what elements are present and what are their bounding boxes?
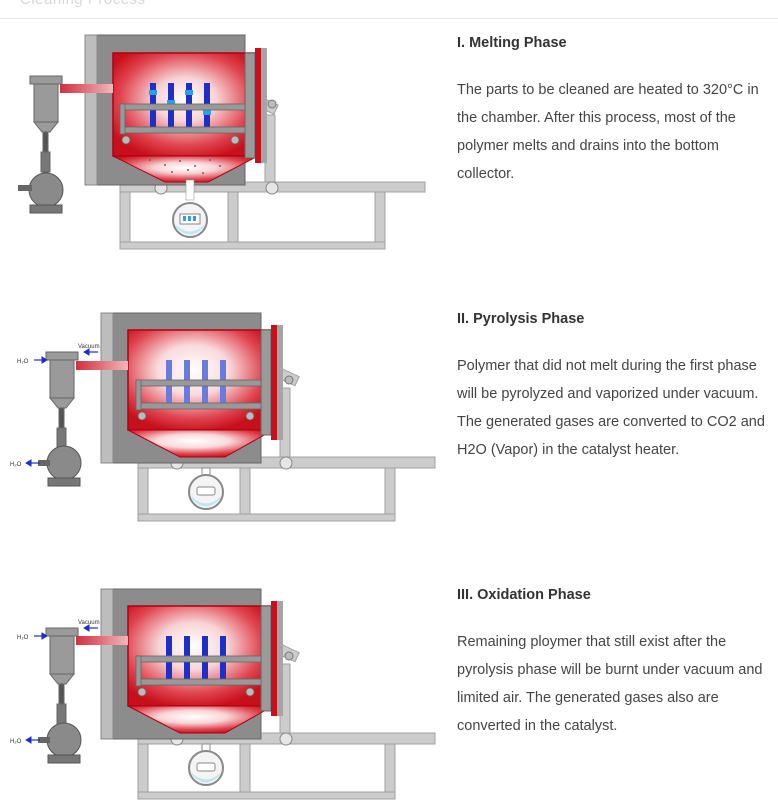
catalyst-column [29, 75, 63, 185]
vacuum-arrow [83, 348, 98, 356]
wheel [279, 456, 293, 470]
h2o-in-arrow [34, 356, 48, 364]
furnace-door [260, 605, 272, 712]
phase-title: III. Oxidation Phase [457, 587, 591, 603]
pyrolysis-diagram: Vacuum H₂O H₂O [10, 312, 436, 522]
bottom-collector [188, 743, 224, 786]
exhaust-pipe [76, 636, 128, 645]
h2o-in-arrow [34, 632, 48, 640]
phase-description: Remaining ploymer that still exist after… [457, 634, 763, 734]
phase-pyrolysis: Vacuum H₂O H₂O II. Pyrolysis Phase Polym… [0, 300, 778, 530]
melt-drip [185, 179, 195, 201]
phase-melting: I. Melting Phase The parts to be cleaned… [0, 20, 778, 270]
wheel [265, 181, 279, 195]
bottom-collector [188, 467, 224, 510]
h2o-in-label: H₂O [17, 359, 29, 365]
h2o-out-arrow [25, 736, 40, 744]
h2o-out-label: H₂O [10, 462, 22, 468]
catalyst-column [45, 351, 79, 457]
melting-diagram [18, 34, 426, 250]
parts-rack [135, 655, 262, 697]
vacuum-pump [38, 445, 82, 487]
exhaust-pipe [60, 84, 113, 93]
furnace-door [260, 329, 272, 436]
catalyst-column [45, 627, 79, 735]
vacuum-pump [18, 172, 64, 214]
parts-rack [135, 379, 262, 421]
chamber-funnel [112, 155, 259, 183]
phase-oxidation: Vacuum H₂O H₂O III. Oxidation Phase Rema… [0, 576, 778, 810]
vacuum-label: Vacuum [78, 344, 100, 350]
exhaust-pipe [76, 361, 128, 370]
phase-description: Polymer that did not melt during the fir… [457, 358, 765, 458]
page-header: Cleaning Process [0, 0, 778, 19]
vacuum-pump [38, 722, 82, 764]
phase-description: The parts to be cleaned are heated to 32… [457, 82, 759, 182]
phase-title: II. Pyrolysis Phase [457, 311, 585, 327]
h2o-out-arrow [25, 459, 40, 467]
page-header-text: Cleaning Process [20, 0, 146, 8]
vacuum-label: Vacuum [78, 620, 100, 626]
vacuum-arrow [83, 624, 98, 632]
phase-title: I. Melting Phase [457, 35, 567, 51]
bottom-collector [172, 202, 208, 238]
furnace-door [244, 52, 256, 159]
wheel [279, 732, 293, 746]
parts-rack [119, 103, 246, 145]
h2o-out-label: H₂O [10, 739, 22, 745]
h2o-in-label: H₂O [17, 635, 29, 641]
oxidation-diagram: Vacuum H₂O H₂O [10, 588, 436, 800]
chamber-funnel [127, 429, 275, 458]
chamber-funnel [127, 705, 275, 734]
